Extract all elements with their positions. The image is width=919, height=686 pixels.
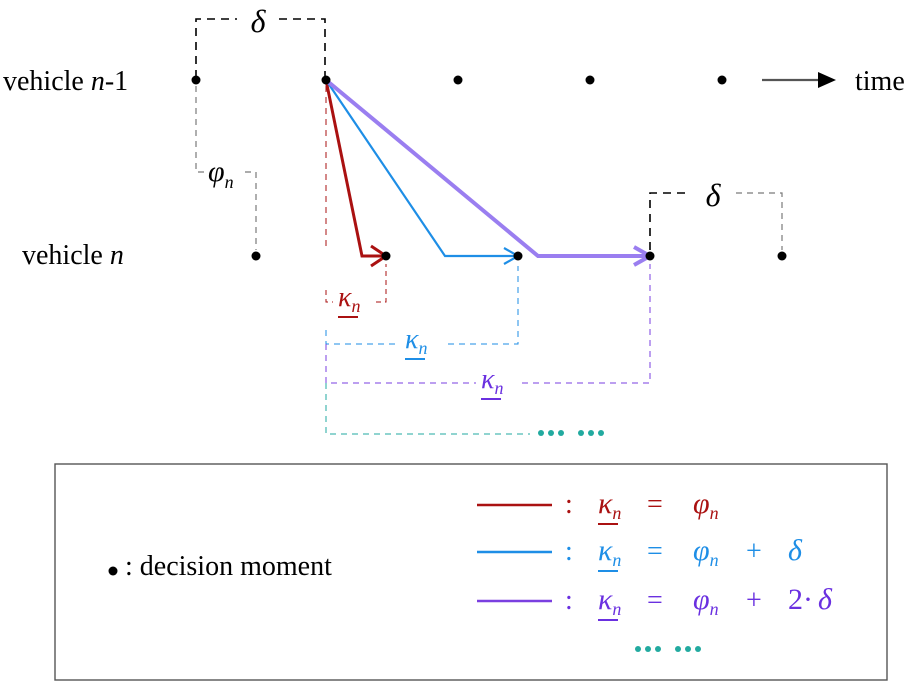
vehicle-prev-label: vehicle n-1 bbox=[3, 66, 128, 97]
kappa-bracket-teal bbox=[325, 383, 604, 436]
decision-dot bbox=[381, 251, 391, 261]
kappa-label-blue: κn bbox=[405, 324, 427, 358]
delta-bracket-top: δ bbox=[195, 3, 326, 78]
svg-text::: : bbox=[565, 536, 573, 567]
delta-label-right: δ bbox=[706, 177, 722, 213]
kappa-label-red: κn bbox=[338, 282, 360, 316]
decision-dot bbox=[251, 251, 261, 261]
decision-dot bbox=[645, 251, 655, 261]
svg-text:φn: φn bbox=[693, 487, 719, 523]
trajectory-blue bbox=[325, 79, 521, 265]
kappa-bracket-blue: κn bbox=[325, 266, 519, 360]
kappa-label-purple: κn bbox=[481, 364, 503, 398]
continuation-dots-top bbox=[538, 430, 604, 436]
decision-dots-prev bbox=[191, 75, 727, 85]
decision-dot bbox=[191, 75, 201, 85]
svg-text::: : bbox=[565, 489, 573, 520]
decision-dots-cur bbox=[251, 251, 787, 261]
legend-item-red: : κn = φn bbox=[477, 487, 719, 525]
decision-dot bbox=[453, 75, 463, 85]
kappa-bracket-red: κn bbox=[325, 264, 387, 318]
trajectory-purple bbox=[324, 78, 655, 267]
vehicle-cur-label: vehicle n bbox=[22, 240, 124, 271]
svg-text:=: = bbox=[647, 489, 663, 520]
kappa-bracket-purple: κn bbox=[325, 264, 651, 400]
legend-item-blue: : κn = φn + δ bbox=[477, 534, 803, 572]
svg-text:κn: κn bbox=[598, 534, 621, 570]
legend-decision-dot bbox=[108, 566, 118, 576]
legend-decision-text: : decision moment bbox=[125, 551, 332, 582]
svg-text:2·: 2· bbox=[788, 583, 813, 616]
svg-text:=: = bbox=[647, 536, 663, 567]
phi-label: φn bbox=[208, 155, 234, 192]
time-axis-arrow: time bbox=[762, 66, 905, 97]
svg-text:+: + bbox=[746, 536, 762, 567]
svg-text::: : bbox=[565, 585, 573, 616]
decision-dot bbox=[717, 75, 727, 85]
trajectory-red bbox=[324, 79, 389, 268]
decision-dot bbox=[513, 251, 523, 261]
svg-text:φn: φn bbox=[693, 583, 719, 619]
legend-box: : decision moment : κn = φn : κn = φn + … bbox=[54, 463, 888, 681]
svg-text:φn: φn bbox=[693, 534, 719, 570]
svg-text:κn: κn bbox=[598, 583, 621, 619]
svg-text:=: = bbox=[647, 585, 663, 616]
time-label: time bbox=[855, 66, 905, 97]
delta-label-top: δ bbox=[251, 3, 267, 39]
legend-item-purple: : κn = φn + 2· δ bbox=[477, 583, 833, 621]
svg-text:δ: δ bbox=[818, 583, 833, 616]
svg-text:κn: κn bbox=[598, 487, 621, 523]
decision-dot bbox=[321, 75, 331, 85]
decision-dot bbox=[585, 75, 595, 85]
phi-bracket: φn bbox=[195, 86, 257, 250]
continuation-dots-legend bbox=[635, 646, 701, 652]
legend-decision-moment: : decision moment bbox=[108, 551, 332, 582]
delta-bracket-right: δ bbox=[649, 177, 783, 250]
decision-dot bbox=[777, 251, 787, 261]
svg-text:δ: δ bbox=[788, 534, 803, 567]
svg-text:+: + bbox=[746, 585, 762, 616]
